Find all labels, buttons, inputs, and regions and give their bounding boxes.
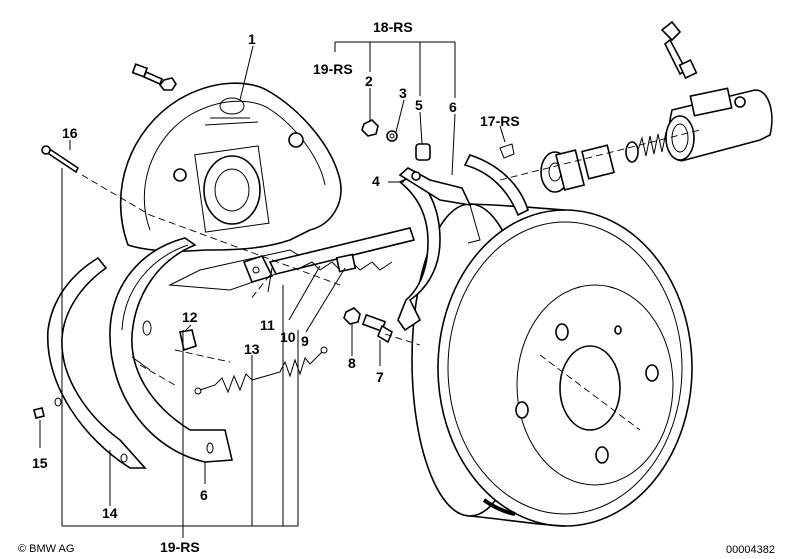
cylinder-internals — [540, 131, 667, 193]
label-part-16: 16 — [62, 125, 78, 141]
label-part-15: 15 — [32, 455, 48, 471]
label-part-11: 11 — [260, 317, 275, 333]
bolt-nut-pair — [131, 63, 177, 91]
label-part-9: 9 — [301, 333, 309, 349]
label-part-3: 3 — [399, 85, 407, 101]
label-part-13: 13 — [244, 341, 260, 357]
part-labels: 1 18-RS 19-RS 2 3 5 6 4 17-RS 16 12 13 1… — [32, 19, 520, 555]
label-part-2: 2 — [365, 73, 373, 89]
label-part-6-bottom: 6 — [200, 487, 208, 503]
label-part-19-bottom: 19-RS — [160, 539, 200, 555]
label-part-17: 17-RS — [480, 113, 520, 129]
backing-plate — [119, 82, 342, 291]
label-part-7: 7 — [376, 369, 384, 385]
label-part-14: 14 — [102, 505, 118, 521]
label-part-1: 1 — [248, 31, 256, 47]
copyright-notice: © BMW AG — [18, 543, 74, 555]
small-hardware — [33, 119, 515, 419]
wheel-cylinder — [660, 20, 773, 162]
label-part-18: 18-RS — [373, 19, 413, 35]
label-part-4: 4 — [372, 173, 380, 189]
return-spring — [194, 346, 328, 395]
image-number: 00004382 — [726, 544, 775, 556]
assembly-center-lines — [81, 129, 701, 431]
label-part-10: 10 — [280, 329, 296, 345]
label-part-5: 5 — [415, 97, 423, 113]
label-part-19-top: 19-RS — [313, 61, 353, 77]
retainer-clip — [179, 329, 197, 352]
label-part-8: 8 — [348, 355, 356, 371]
brake-drum — [411, 203, 693, 527]
label-part-6-top: 6 — [449, 99, 457, 115]
rear-brake-shoe — [109, 237, 233, 463]
leader-lines — [39, 41, 506, 538]
front-brake-shoe — [397, 154, 529, 332]
adjuster-strut — [242, 227, 416, 283]
brake-lining — [47, 256, 147, 469]
label-part-12: 12 — [182, 309, 198, 325]
